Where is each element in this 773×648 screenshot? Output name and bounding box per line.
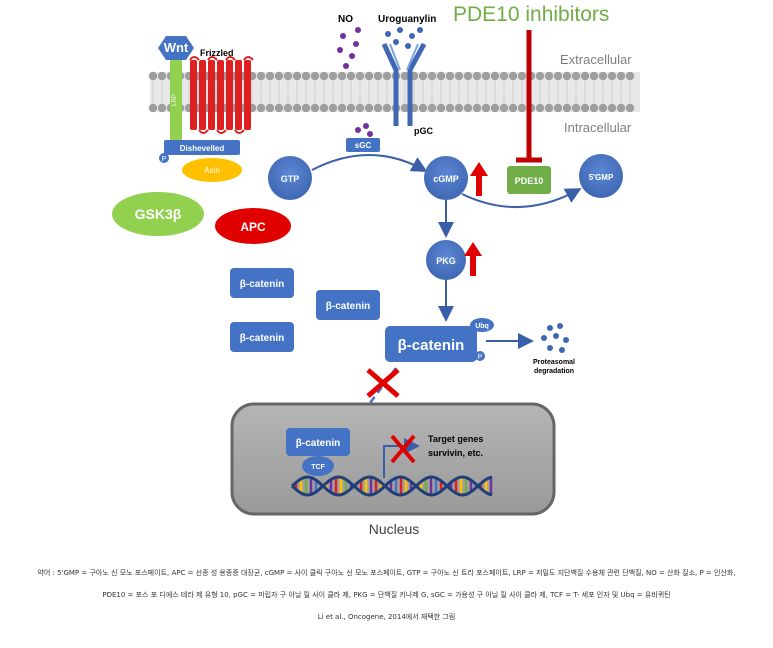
axin-node <box>182 158 242 182</box>
five-gmp-label: 5'GMP <box>589 173 614 182</box>
target-genes-sub-label: survivin, etc. <box>428 448 483 458</box>
block-x-icon <box>366 368 400 398</box>
phospho-marker <box>159 153 169 163</box>
caption-abbreviations-2: PDE10 = 포스 포 디에스 테라 제 유형 10, pGC = 미립자 구… <box>102 591 671 599</box>
gsk3b-label: GSK3β <box>135 206 182 222</box>
target-genes-label: Target genes <box>428 434 483 444</box>
lrp-coreceptor <box>170 58 182 142</box>
sgc-label: sGC <box>355 141 372 150</box>
cgmp-up-arrow <box>470 162 488 196</box>
pde10-box <box>507 166 551 194</box>
phospho-label: P <box>162 156 167 163</box>
bcatenin-box-2 <box>316 290 380 320</box>
five-gmp-node <box>579 154 623 198</box>
pkg-up-arrow <box>464 242 482 276</box>
bcatenin-main-box <box>385 326 477 362</box>
apc-label: APC <box>240 220 266 234</box>
no-molecules <box>337 27 361 69</box>
bcatenin-label-3: β-catenin <box>240 333 284 344</box>
frizzled-label: Frizzled <box>200 48 234 58</box>
caption-abbreviations-1: 약어 : 5'GMP = 구아노 신 모노 포스페이트, APC = 선종 성 … <box>37 569 736 577</box>
gsk3b-node <box>112 192 204 236</box>
bcatenin-phospho <box>475 351 485 361</box>
bcatenin-box-1 <box>230 268 294 298</box>
pgc-label: pGC <box>414 126 433 136</box>
cgmp-to-5gmp-arrow <box>461 188 582 208</box>
sgc-box <box>346 138 380 152</box>
dishevelled-label: Dishevelled <box>180 144 225 153</box>
sgc-molecules <box>355 123 373 137</box>
pde10-label: PDE10 <box>515 176 544 186</box>
bcatenin-box-3 <box>230 322 294 352</box>
wnt-ligand <box>158 36 194 60</box>
caption-source: Li et al., Oncogene, 2014에서 재택한 그림 <box>317 613 456 621</box>
dna-helix <box>290 475 493 497</box>
axin-label: Axin <box>204 166 220 175</box>
transcription-block-x-icon <box>390 434 416 464</box>
gtp-node <box>268 156 312 200</box>
uroguanylin-molecules <box>385 27 423 49</box>
wnt-label: Wnt <box>164 40 189 55</box>
proteasome-dots <box>541 323 569 353</box>
bcatenin-nuclear-box <box>286 428 350 456</box>
bcatenin-main-label: β-catenin <box>398 337 465 354</box>
ubq-label: Ubq <box>475 323 489 330</box>
proteasomal-label-2: degradation <box>534 368 574 375</box>
tcf-node <box>302 456 334 476</box>
tcf-label: TCF <box>311 464 325 471</box>
nucleus-label: Nucleus <box>369 521 420 537</box>
uroguanylin-label: Uroguanylin <box>378 14 436 25</box>
proteasomal-label-1: Proteasomal <box>533 359 575 366</box>
pgc-receptor <box>381 42 427 126</box>
frizzled-receptor <box>189 56 254 134</box>
pkg-node <box>426 240 466 280</box>
inhibitor-title: PDE10 inhibitors <box>453 3 609 26</box>
intracellular-label: Intracellular <box>564 120 632 135</box>
extracellular-label: Extracellular <box>560 52 632 67</box>
wnt-receptor-complex: Wnt LRP Frizzled Dishevelled P Axin <box>158 36 254 182</box>
bcatenin-label-1: β-catenin <box>240 279 284 290</box>
bcatenin-label-2: β-catenin <box>326 301 370 312</box>
gtp-label: GTP <box>281 174 300 184</box>
lrp-label: LRP <box>172 94 178 106</box>
bcatenin-phospho-label: P <box>478 354 483 361</box>
gtp-to-cgmp-arrow <box>311 154 428 172</box>
cgmp-node <box>424 156 468 200</box>
no-label: NO <box>338 14 353 25</box>
dishevelled-box <box>164 140 240 155</box>
pkg-label: PKG <box>436 256 456 266</box>
apc-node <box>215 208 291 244</box>
bcatenin-nuclear-label: β-catenin <box>296 438 340 449</box>
cgmp-label: cGMP <box>433 174 459 184</box>
ubq-tag <box>470 318 494 332</box>
